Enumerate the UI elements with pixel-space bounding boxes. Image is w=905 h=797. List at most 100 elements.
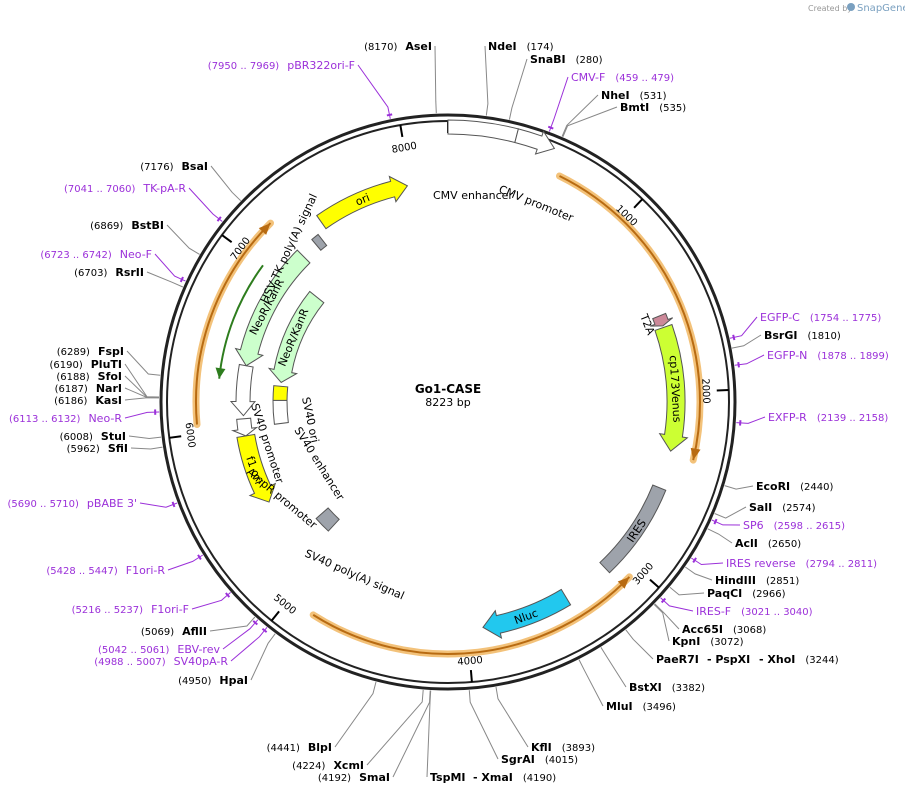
site-smai[interactable]: SmaI(4192) <box>318 771 390 784</box>
name-label: Neo-R <box>88 412 122 425</box>
feature-t2a[interactable] <box>650 312 674 327</box>
primer-leader <box>188 187 223 222</box>
site-leader <box>392 690 431 778</box>
primer-exfp-r[interactable]: EXFP-R(2139 .. 2158) <box>768 411 888 424</box>
pos-label: (4441) <box>267 743 300 754</box>
name-label: SnaBI <box>530 53 566 66</box>
site-acli[interactable]: AclI(2650) <box>735 537 801 550</box>
primer-leader <box>357 64 391 119</box>
site-bmti[interactable]: BmtI(535) <box>620 101 686 114</box>
feature-hsv-tk-polya[interactable] <box>311 233 328 251</box>
site--xmai[interactable]: - XmaI(4190) <box>473 771 556 784</box>
site-stui[interactable]: StuI(6008) <box>60 430 126 443</box>
site-ecori[interactable]: EcoRI(2440) <box>756 480 834 493</box>
feature-neokanr-2[interactable] <box>267 290 325 384</box>
site-bstxi[interactable]: BstXI(3382) <box>629 681 705 694</box>
site-bstbi[interactable]: BstBI(6869) <box>90 219 164 232</box>
feature-cmv-promoter[interactable] <box>514 128 556 155</box>
feature-cp173venus[interactable] <box>654 323 689 452</box>
feature-cmv-enhancer[interactable] <box>447 119 519 144</box>
pos-label: (4015) <box>545 755 578 766</box>
pos-label: (3893) <box>562 743 595 754</box>
site-sgrai[interactable]: SgrAI(4015) <box>501 753 578 766</box>
name-label: SalI <box>749 501 772 514</box>
primer-sv40pa-r[interactable]: SV40pA-R(4988 .. 5007) <box>94 655 228 668</box>
feature-ampr-promoter[interactable] <box>230 417 259 437</box>
tick-label: 8000 <box>391 141 418 156</box>
site-bsrgi[interactable]: BsrGI(1810) <box>764 329 841 342</box>
site-leader <box>166 224 200 255</box>
pos-label: (1810) <box>807 331 840 342</box>
site-sali[interactable]: SalI(2574) <box>749 501 816 514</box>
site-nhei[interactable]: NheI(531) <box>601 89 667 102</box>
site-leader <box>714 506 747 519</box>
site-bsai[interactable]: BsaI(7176) <box>140 160 208 173</box>
primer-egfp-c[interactable]: EGFP-C(1754 .. 1775) <box>760 311 881 324</box>
site-kpni[interactable]: KpnI(3072) <box>672 635 744 648</box>
site--xhoi[interactable]: - XhoI(3244) <box>759 653 839 666</box>
primer-neo-f[interactable]: Neo-F(6723 .. 6742) <box>40 248 152 261</box>
site-hindiii[interactable]: HindIII(2851) <box>715 574 799 587</box>
tick-mark <box>169 435 182 439</box>
pos-label: (4950) <box>178 676 211 687</box>
site-leader <box>128 435 162 440</box>
site-pluti[interactable]: PluTI(6190) <box>49 358 122 371</box>
feature-ori[interactable] <box>316 175 409 230</box>
orf-nluc-arrow-icon <box>617 576 630 589</box>
pos-label: (1754 .. 1775) <box>810 313 882 324</box>
primer-leader <box>230 626 268 662</box>
site-kfli[interactable]: KflI(3893) <box>531 741 595 754</box>
site-fspi[interactable]: FspI(6289) <box>57 345 124 358</box>
tick-label: 4000 <box>457 655 483 668</box>
site-blpi[interactable]: BlpI(4441) <box>267 741 332 754</box>
site-aflii[interactable]: AflII(5069) <box>141 625 207 638</box>
primer-neo-r[interactable]: Neo-R(6113 .. 6132) <box>9 412 122 425</box>
primer-f1ori-r[interactable]: F1ori-R(5428 .. 5447) <box>46 564 165 577</box>
site-xcmi[interactable]: XcmI(4224) <box>292 759 364 772</box>
feature-sv40-ori[interactable] <box>272 385 289 401</box>
site-nari[interactable]: NarI(6187) <box>55 382 122 395</box>
feature-neokanr[interactable] <box>234 249 311 367</box>
name-label: TspMI <box>430 771 466 784</box>
primer-ebv-rev[interactable]: EBV-rev(5042 .. 5061) <box>98 643 220 656</box>
snapgene-brand[interactable]: Created by SnapGene <box>808 3 905 14</box>
site-mlui[interactable]: MluI(3496) <box>606 700 676 713</box>
feature-sv40-enhancer[interactable] <box>272 399 289 425</box>
primer-pbr322ori-f[interactable]: pBR322ori-F(7950 .. 7969) <box>208 59 355 72</box>
name-label: NarI <box>96 382 122 395</box>
site-sfoi[interactable]: SfoI(6188) <box>56 370 122 383</box>
brand-created-by: Created by <box>808 4 852 13</box>
primer-cmv-f[interactable]: CMV-F(459 .. 479) <box>571 71 674 84</box>
feature-ires[interactable] <box>599 484 667 574</box>
site-hpai[interactable]: HpaI(4950) <box>178 674 248 687</box>
primer-ires-reverse[interactable]: IRES reverse(2794 .. 2811) <box>726 557 877 570</box>
feature-nluc[interactable] <box>482 588 572 640</box>
site-snabi[interactable]: SnaBI(280) <box>530 53 603 66</box>
primer-leader <box>124 411 160 419</box>
name-label: NdeI <box>488 40 517 53</box>
site-sfii[interactable]: SfiI(5962) <box>67 442 128 455</box>
site--pspxi[interactable]: - PspXI <box>707 653 750 666</box>
primer-tk-pa-r[interactable]: TK-pA-R(7041 .. 7060) <box>64 182 186 195</box>
site-tspmi[interactable]: TspMI <box>430 771 466 784</box>
feature-sv40-polya[interactable] <box>315 507 340 532</box>
pos-label: (2598 .. 2615) <box>774 521 846 532</box>
site-rsrii[interactable]: RsrII(6703) <box>74 266 144 279</box>
primer-egfp-n[interactable]: EGFP-N(1878 .. 1899) <box>767 349 889 362</box>
site-leader <box>334 681 377 748</box>
site-kasi[interactable]: KasI(6186) <box>54 394 122 407</box>
site-paer7i[interactable]: PaeR7I <box>656 653 699 666</box>
pos-label: (6869) <box>90 221 123 232</box>
primer-f1ori-f[interactable]: F1ori-F(5216 .. 5237) <box>72 603 189 616</box>
site-paqci[interactable]: PaqCI(2966) <box>707 587 786 600</box>
orf-nluc <box>312 576 631 655</box>
site-acc65i[interactable]: Acc65I(3068) <box>682 623 766 636</box>
primer-pbabe-3-[interactable]: pBABE 3'(5690 .. 5710) <box>8 497 138 510</box>
primer-sp6[interactable]: SP6(2598 .. 2615) <box>743 519 845 532</box>
primer-leader <box>548 76 569 132</box>
primer-ires-f[interactable]: IRES-F(3021 .. 3040) <box>696 605 813 618</box>
site-asei[interactable]: AseI(8170) <box>364 40 432 53</box>
site-lines <box>124 45 766 778</box>
site-ndei[interactable]: NdeI(174) <box>488 40 554 53</box>
